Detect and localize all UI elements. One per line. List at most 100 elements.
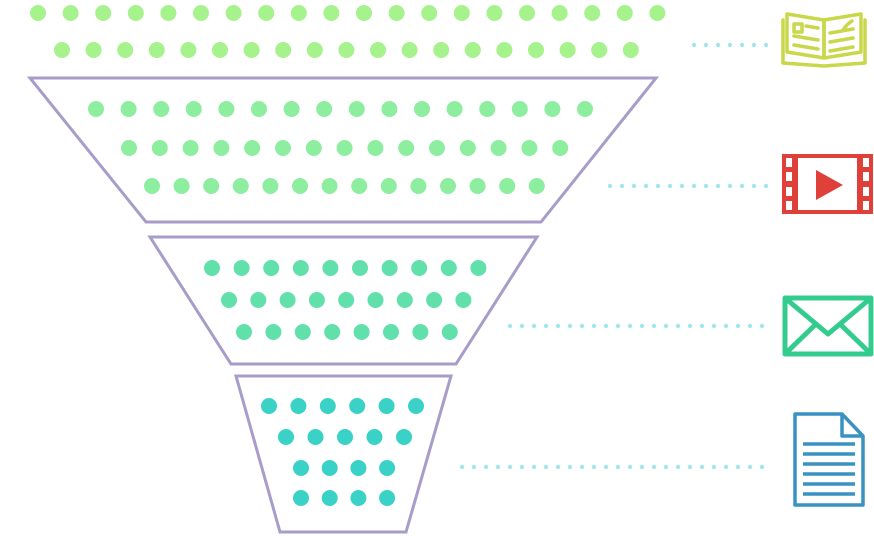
connector-dot [615,323,621,329]
funnel-dot [378,398,395,414]
funnel-stage-1-outline [26,76,660,224]
funnel-dot [182,140,199,156]
funnel-dot [322,260,339,276]
funnel-dot [479,101,496,117]
connector-dot [543,464,549,470]
connector-dot [699,464,705,470]
funnel-dot [180,42,197,58]
funnel-dot [379,490,396,506]
funnel-dot [486,5,503,21]
funnel-dot [577,101,593,117]
connector-dot [631,183,637,189]
funnel-dot [324,324,341,340]
connector-dot [639,464,645,470]
funnel-dot [464,42,481,58]
connector-dot [643,183,649,189]
connector-dot [507,464,513,470]
funnel-dot [278,429,294,445]
connector-dot [579,323,585,329]
connector-dot [603,464,609,470]
funnel-dot [551,5,568,21]
funnel-dot [351,178,368,194]
connector-dot [739,42,745,48]
funnel-dot [148,42,165,58]
funnel-dot [292,178,308,194]
connector-dot [703,42,709,48]
funnel-dot [275,42,292,58]
connector-dot [703,183,709,189]
funnel-dot [379,460,396,476]
funnel-dot [337,429,353,445]
funnel-dot [367,292,384,308]
funnel-dot [496,42,513,58]
funnel-dot [213,140,230,156]
funnel-dot [173,178,190,194]
funnel-dot [283,101,300,117]
funnel-dot [121,140,137,156]
funnel-dot [528,178,545,194]
funnel-dot [383,324,399,340]
funnel-dot [552,140,569,156]
connector-dot [723,464,729,470]
funnel-dot [366,429,383,445]
funnel-dot [421,5,438,21]
funnel-dot [350,460,367,476]
funnel-dot [440,260,457,276]
funnel-dot [243,42,260,58]
funnel-dot [584,5,601,21]
funnel-dot [307,429,324,445]
connector-dot [687,464,693,470]
funnel-dot [305,140,322,156]
connector-dot [543,323,549,329]
funnel-dot [290,5,307,21]
funnel-dot [323,5,340,21]
funnel-dot [251,101,267,117]
connector-dot [555,464,561,470]
connector-dot [667,183,673,189]
funnel-dot [410,178,427,194]
funnel-dot [622,42,639,58]
connector-dot [615,464,621,470]
funnel-dot [381,101,398,117]
connector-dot [711,464,717,470]
funnel-dot [349,398,366,414]
connector-dot [691,42,697,48]
funnel-dot [426,292,443,308]
connector-dot [739,183,745,189]
funnel-dot [275,140,291,156]
funnel-dot [469,178,486,194]
funnel-dot [54,42,70,58]
funnel-dot [459,140,476,156]
funnel-dot [316,101,333,117]
funnel-dot [185,101,202,117]
connector-dot [751,183,757,189]
funnel-dot [519,5,535,21]
funnel-dot [263,260,280,276]
funnel-dot [412,324,429,340]
funnel-dot [233,260,250,276]
funnel-dot [262,178,279,194]
funnel-dot [279,292,296,308]
funnel-stage-3-outline [234,374,453,534]
connector-dot [723,323,729,329]
connector-dot [579,464,585,470]
funnel-dot [261,398,277,414]
connector-dot [711,323,717,329]
connector-dot [715,42,721,48]
connector-dot [639,323,645,329]
video-play-icon [782,154,873,214]
funnel-dot [411,260,428,276]
funnel-dot [591,42,608,58]
funnel-dot [521,140,538,156]
connector-dot [567,323,573,329]
funnel-dot [352,260,368,276]
funnel-dot [396,292,413,308]
connector-dot [495,464,501,470]
connector-stage-1 [607,183,769,189]
funnel-dot [398,140,415,156]
funnel-dot [153,101,170,117]
funnel-dot [511,101,528,117]
connector-dot [663,464,669,470]
connector-dot [715,183,721,189]
